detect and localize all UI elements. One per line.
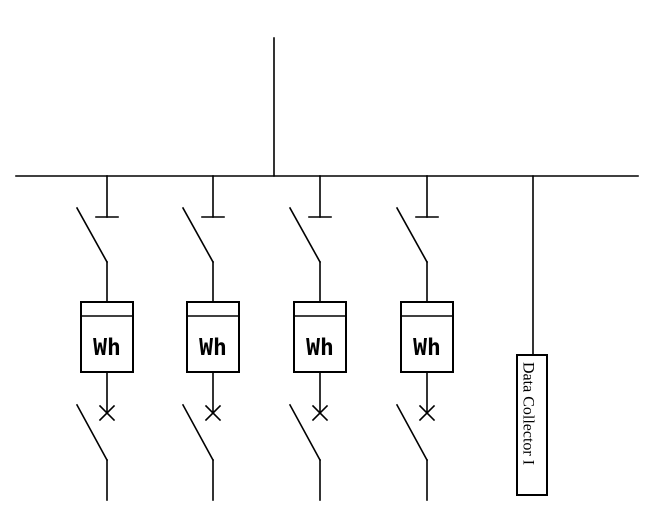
feeder-2-meter-label: Wh	[199, 335, 227, 361]
data-collector-branch: Data Collector I	[516, 175, 548, 496]
feeder-3: Wh	[288, 175, 347, 501]
feeder-3-disconnector-blade	[288, 206, 322, 264]
feeder-1-disconnector-blade	[75, 206, 109, 264]
feeder-3-meter-box	[293, 301, 347, 373]
feeder-3-breaker-cross-b	[311, 404, 329, 422]
feeder-4: Wh	[395, 175, 454, 501]
feeder-2-breaker-blade	[181, 403, 215, 462]
feeder-4-disconnector-blade	[395, 206, 429, 264]
feeder-2: Wh	[181, 175, 240, 501]
feeder-1-breaker-cross-b	[98, 404, 116, 422]
feeder-1-meter-label: Wh	[93, 335, 121, 361]
feeder-circuits: Wh Wh Wh Wh	[75, 175, 454, 501]
data-collector-box	[516, 354, 548, 496]
feeder-4-meter-label: Wh	[413, 335, 441, 361]
feeder-2-breaker-cross-b	[204, 404, 222, 422]
feeder-1: Wh	[75, 175, 134, 501]
feeder-3-meter-label: Wh	[306, 335, 334, 361]
feeder-4-breaker-cross-b	[418, 404, 436, 422]
feeder-4-breaker-blade	[395, 403, 429, 462]
feeder-1-meter-box	[80, 301, 134, 373]
feeder-1-breaker-blade	[75, 403, 109, 462]
data-collector-label: Data Collector I	[519, 362, 536, 465]
feeder-3-breaker-blade	[288, 403, 322, 462]
feeder-2-disconnector-blade	[181, 206, 215, 264]
feeder-4-meter-box	[400, 301, 454, 373]
